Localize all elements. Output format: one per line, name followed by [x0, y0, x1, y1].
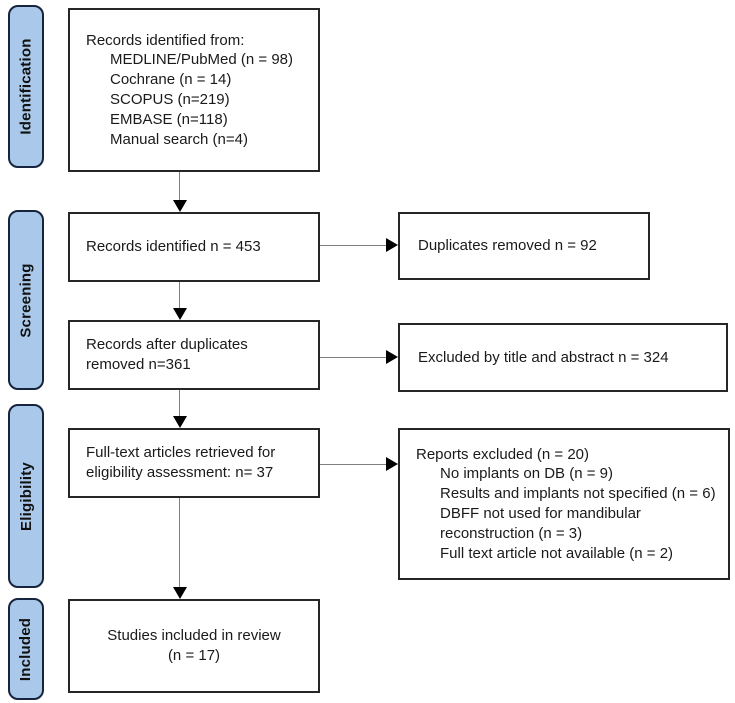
connector-identified-to-records [179, 172, 180, 202]
arrowhead-down-2-icon [173, 308, 187, 320]
studies-included-line2: (n = 17) [167, 647, 221, 664]
source-cochrane: Cochrane (n = 14) [110, 71, 232, 89]
reports-excluded-title: Reports excluded (n = 20) [416, 445, 590, 463]
stage-eligibility: Eligibility [8, 404, 44, 588]
reason-dbff-not-used-line1: DBFF not used for mandibular [440, 505, 641, 522]
stage-eligibility-label: Eligibility [17, 461, 35, 531]
arrowhead-down-3-icon [173, 416, 187, 428]
reason-fulltext-unavailable: Full text article not available (n = 2) [440, 544, 674, 562]
source-embase: EMBASE (n=118) [110, 110, 228, 128]
connector-fulltext-to-reports-excluded [320, 464, 387, 465]
arrowhead-right-2-icon [386, 350, 398, 364]
connector-fulltext-to-included [179, 498, 180, 589]
source-manual-search: Manual search (n=4) [110, 130, 248, 148]
box-records-after-duplicates: Records after duplicates removed n=361 [68, 320, 320, 390]
records-after-duplicates-line2: removed n=361 [86, 356, 191, 373]
arrowhead-down-4-icon [173, 587, 187, 599]
connector-after-duplicates-to-excluded [320, 357, 387, 358]
arrowhead-down-1-icon [173, 200, 187, 212]
box-records-identified-from: Records identified from: MEDLINE/PubMed … [68, 8, 320, 172]
fulltext-retrieved-line2: eligibility assessment: n= 37 [86, 464, 274, 481]
stage-identification: Identification [8, 5, 44, 168]
stage-screening: Screening [8, 210, 44, 390]
excluded-title-abstract-text: Excluded by title and abstract n = 324 [418, 348, 669, 366]
records-identified-text: Records identified n = 453 [86, 238, 261, 256]
connector-records-to-after-duplicates [179, 282, 180, 310]
records-identified-from-title: Records identified from: [86, 31, 245, 49]
records-after-duplicates-line1: Records after duplicates [86, 336, 248, 354]
arrowhead-right-1-icon [386, 238, 398, 252]
box-records-identified: Records identified n = 453 [68, 212, 320, 282]
reason-results-not-specified: Results and implants not specified (n = … [440, 485, 716, 503]
box-fulltext-retrieved: Full-text articles retrieved for eligibi… [68, 428, 320, 498]
reason-dbff-not-used-line2: reconstruction (n = 3) [440, 524, 583, 542]
stage-included-label: Included [17, 617, 35, 681]
box-duplicates-removed: Duplicates removed n = 92 [398, 212, 650, 280]
arrowhead-right-3-icon [386, 457, 398, 471]
stage-included: Included [8, 598, 44, 700]
reason-no-implants: No implants on DB (n = 9) [440, 465, 613, 483]
box-reports-excluded: Reports excluded (n = 20) No implants on… [398, 428, 730, 580]
connector-records-to-duplicates [320, 245, 387, 246]
stage-identification-label: Identification [17, 38, 35, 135]
connector-after-duplicates-to-fulltext [179, 390, 180, 418]
box-excluded-title-abstract: Excluded by title and abstract n = 324 [398, 323, 728, 392]
source-scopus: SCOPUS (n=219) [110, 91, 230, 108]
duplicates-removed-text: Duplicates removed n = 92 [418, 237, 597, 255]
fulltext-retrieved-line1: Full-text articles retrieved for [86, 444, 276, 462]
stage-screening-label: Screening [17, 262, 35, 338]
studies-included-line1: Studies included in review [107, 627, 281, 645]
box-studies-included: Studies included in review (n = 17) [68, 599, 320, 693]
source-medline-pubmed: MEDLINE/PubMed (n = 98) [110, 51, 293, 69]
